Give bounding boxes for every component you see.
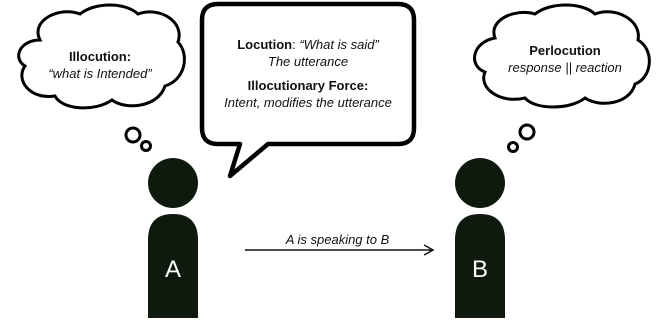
perlocution-title: Perlocution [529, 43, 601, 58]
locution-line: Locution: “What is said” [205, 36, 411, 53]
illocution-body: “what is Intended” [48, 66, 152, 81]
thought-bubble-right-large [518, 123, 536, 141]
thought-cloud-right [473, 3, 651, 109]
locution-colon: : [292, 37, 300, 52]
thought-bubble-left-large [124, 126, 142, 144]
speech-bubble [199, 1, 417, 179]
thought-bubble-right-small [507, 141, 519, 153]
thought-cloud-left [17, 3, 186, 110]
person-b-head [455, 158, 505, 208]
person-a-body [148, 214, 198, 318]
locution-sub: The utterance [267, 54, 349, 69]
illocution-title: Illocution: [68, 49, 132, 64]
person-b-body [455, 214, 505, 318]
arrow-label: A is speaking to B [285, 232, 390, 247]
speaking-arrow-head [423, 244, 435, 256]
thought-bubble-left-small [140, 140, 152, 152]
illocutionary-force-sub: Intent, modifies the utterance [224, 95, 392, 110]
perlocution-body: response || reaction [508, 60, 622, 75]
person-a-label: A [164, 256, 181, 283]
illocutionary-force-label: Illocutionary Force: [247, 78, 369, 93]
person-b-label: B [471, 256, 488, 283]
locution-quote: “What is said” [299, 37, 379, 52]
person-a-head [148, 158, 198, 208]
locution-label: Locution [237, 37, 293, 52]
